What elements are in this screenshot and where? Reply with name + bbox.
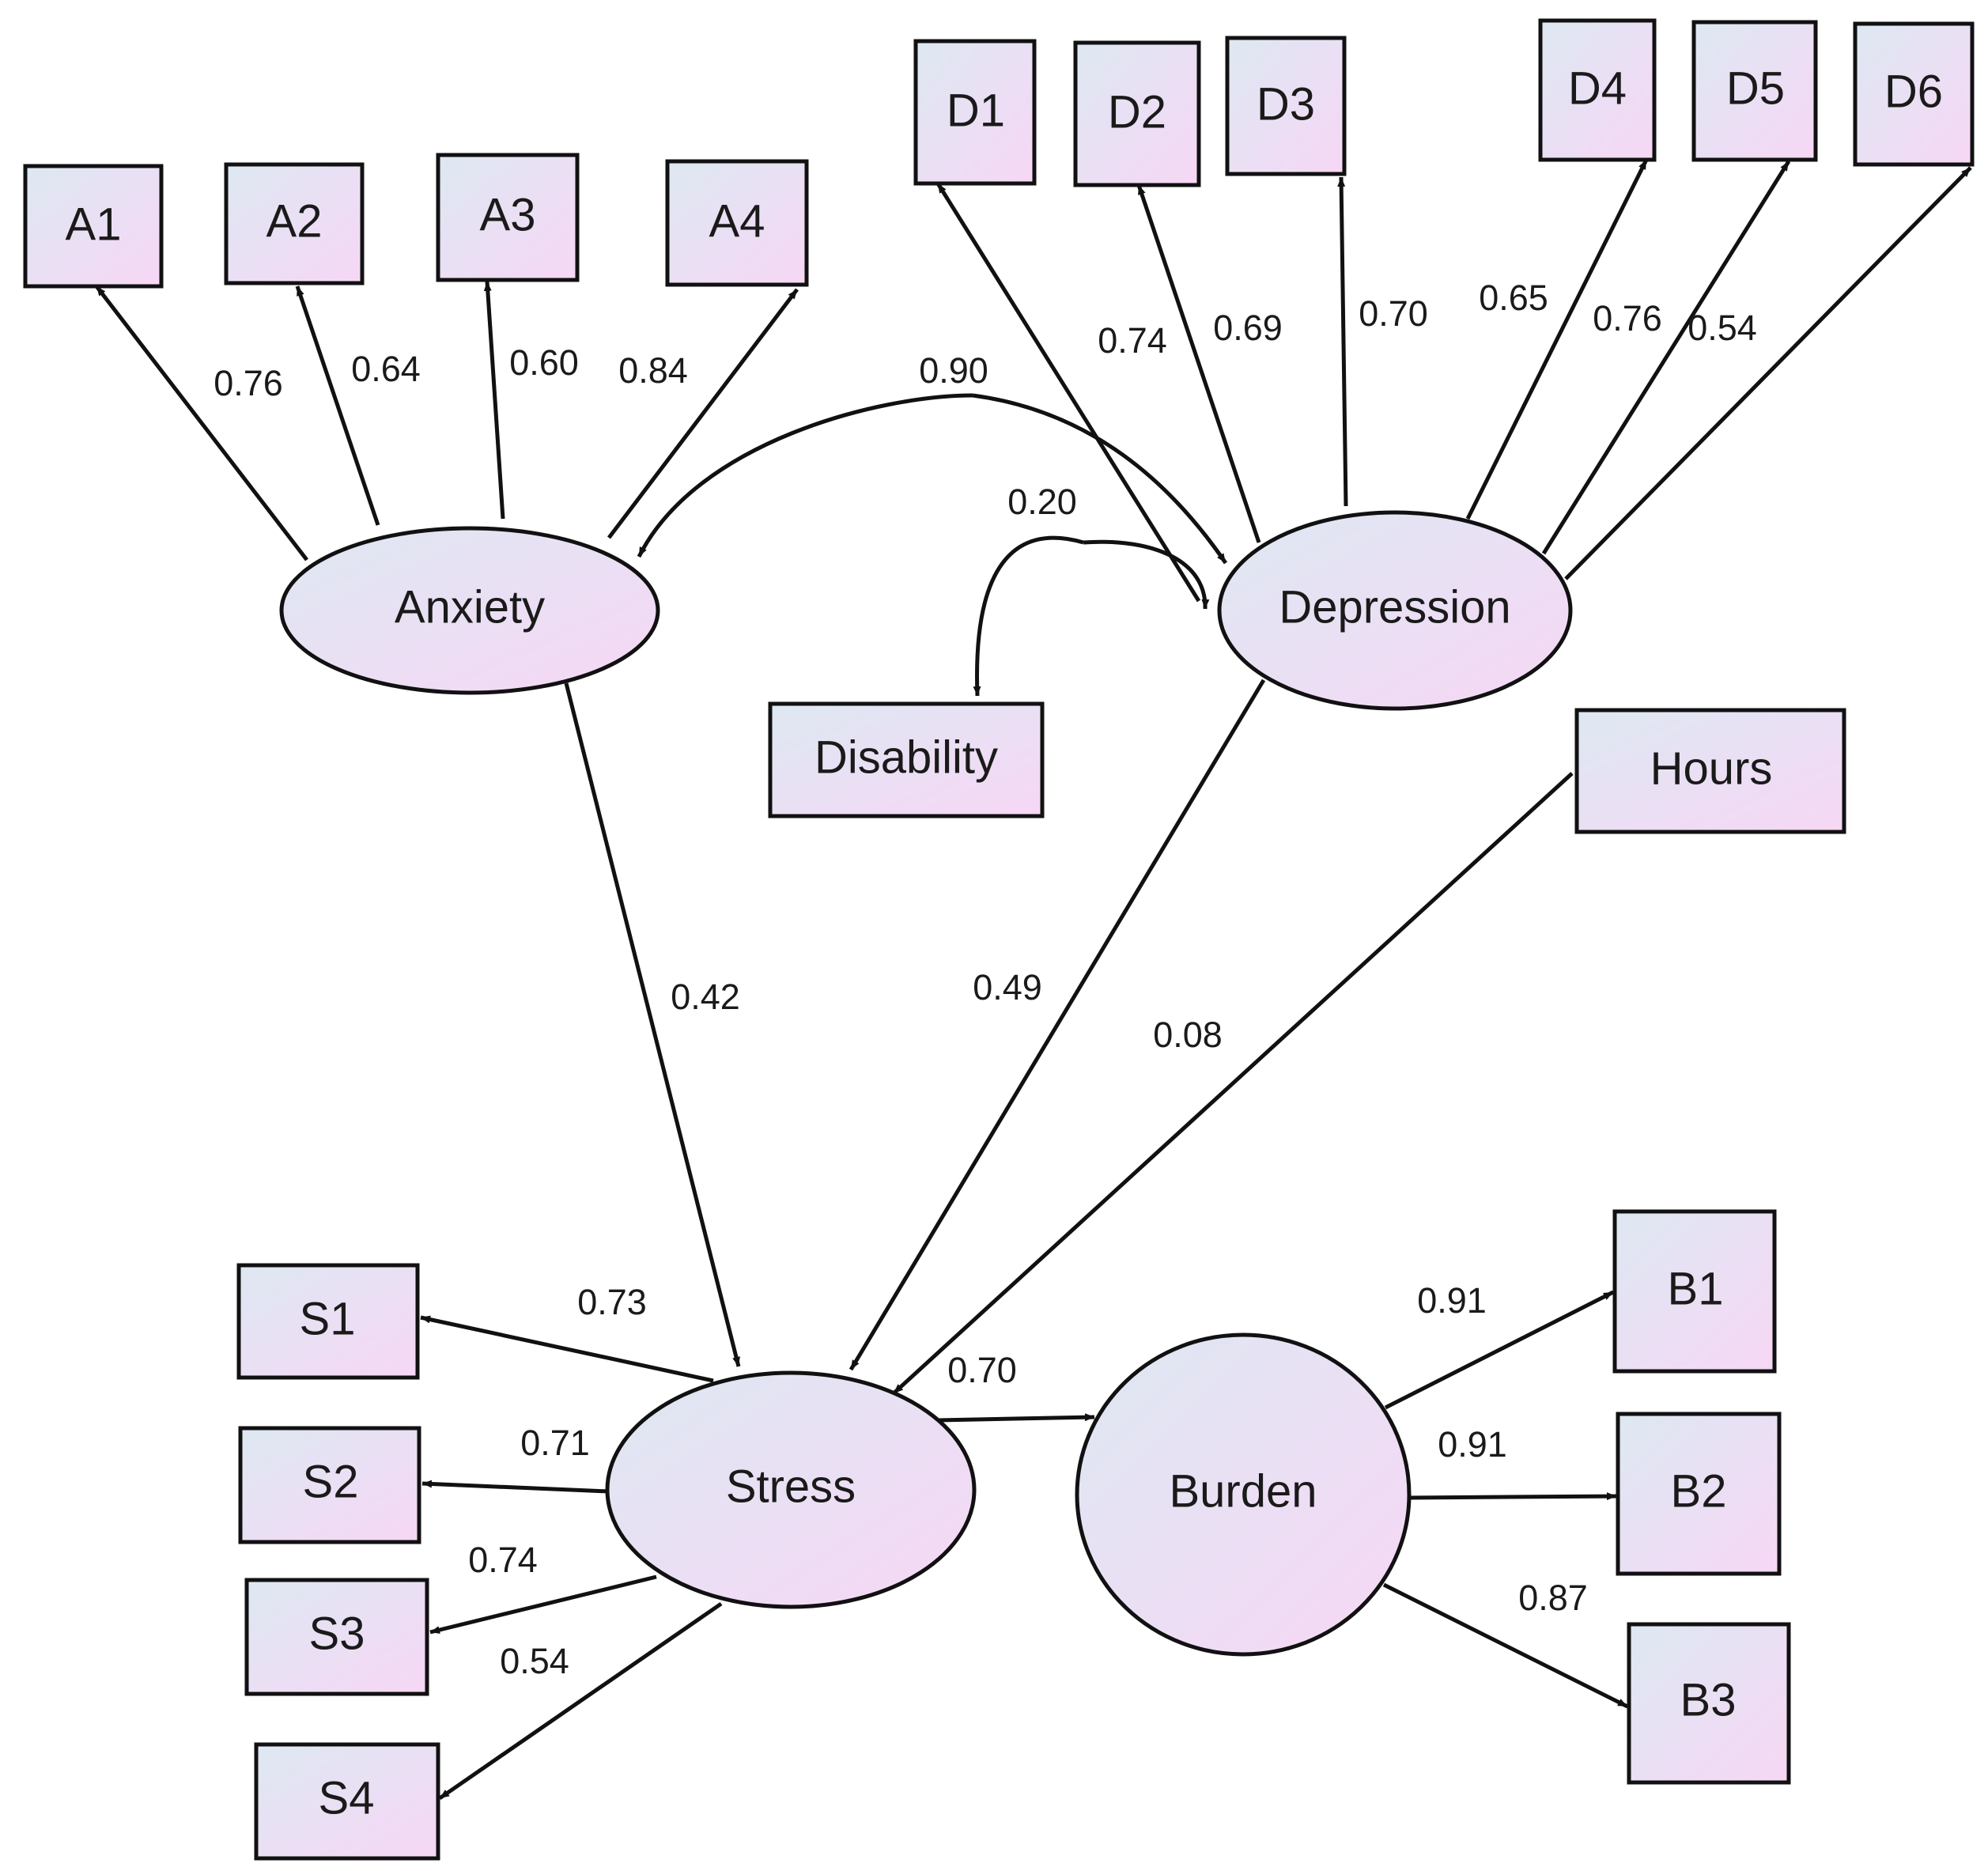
node-d5: D5 (1691, 20, 1818, 162)
node-b1: B1 (1612, 1209, 1777, 1374)
coef-stress-s2: 0.71 (520, 1423, 590, 1463)
node-a1-label: A1 (66, 198, 122, 250)
node-d1: D1 (913, 39, 1037, 186)
coef-depression-d5: 0.76 (1593, 298, 1662, 338)
node-depression: Depression (1217, 510, 1573, 711)
node-s4-label: S4 (319, 1772, 375, 1824)
coef-anxiety-a1: 0.76 (214, 363, 283, 403)
node-d5-label: D5 (1726, 62, 1785, 114)
coef-depression-d3: 0.70 (1359, 293, 1428, 334)
node-d6-label: D6 (1884, 66, 1943, 117)
coef-burden-b2: 0.91 (1438, 1424, 1507, 1465)
coef-depression-d2: 0.69 (1213, 308, 1283, 348)
node-stress: Stress (605, 1370, 977, 1609)
node-b1-label: B1 (1668, 1263, 1724, 1314)
coef-stress-s3: 0.74 (468, 1540, 538, 1580)
node-s2: S2 (238, 1426, 421, 1544)
node-d4-label: D4 (1568, 62, 1627, 114)
edge-anxiety-a3 (483, 281, 505, 520)
node-s1: S1 (236, 1263, 420, 1380)
coef-stress-burden: 0.70 (947, 1350, 1017, 1390)
coef-anxiety-a2: 0.64 (351, 349, 421, 389)
edge-depression-d1 (935, 182, 1201, 603)
node-d2: D2 (1073, 40, 1201, 187)
node-burden-label: Burden (1169, 1465, 1317, 1517)
edge-anxiety-depression-covariance-head (972, 393, 1228, 565)
node-s4: S4 (254, 1742, 440, 1861)
edge-depression-d4 (1465, 158, 1649, 520)
observed-variables: A1 A2 A3 A4 D1 D2 D3 D4 D5 D6 Disability… (23, 18, 1975, 1861)
edge-depression-d2 (1136, 184, 1261, 543)
edge-hours-stress (892, 772, 1574, 1395)
node-a3-label: A3 (480, 189, 536, 240)
node-d1-label: D1 (947, 85, 1005, 136)
edge-burden-b3 (1382, 1582, 1629, 1709)
edges (95, 158, 1972, 1801)
node-a4-label: A4 (709, 195, 765, 247)
edge-burden-b2 (1408, 1492, 1617, 1501)
node-s3: S3 (244, 1578, 429, 1696)
edge-anxiety-a1 (95, 285, 308, 561)
edge-burden-b1 (1384, 1290, 1615, 1410)
node-s2-label: S2 (303, 1456, 359, 1507)
edge-stress-s4 (438, 1601, 723, 1801)
node-b3-label: B3 (1680, 1674, 1737, 1725)
node-a1: A1 (23, 164, 164, 289)
node-d4: D4 (1538, 18, 1657, 162)
node-s1-label: S1 (300, 1293, 356, 1344)
coef-anxiety-depression: 0.90 (919, 350, 988, 391)
node-d6: D6 (1853, 21, 1975, 167)
edge-disability-depression-covariance-a (973, 535, 1084, 697)
node-a2-label: A2 (266, 195, 323, 247)
node-a2: A2 (224, 162, 365, 285)
node-hours: Hours (1574, 708, 1846, 834)
coef-depression-d6: 0.54 (1688, 308, 1757, 348)
coef-stress-s1: 0.73 (577, 1282, 647, 1322)
node-burden: Burden (1075, 1332, 1412, 1657)
coef-depression-stress: 0.49 (973, 967, 1042, 1007)
node-d3-label: D3 (1257, 78, 1315, 130)
node-a4: A4 (665, 159, 809, 287)
edge-depression-stress (848, 678, 1266, 1371)
edge-anxiety-a2 (295, 285, 380, 526)
coef-anxiety-a4: 0.84 (618, 350, 688, 391)
edge-depression-d3 (1337, 176, 1348, 507)
edge-anxiety-depression-covariance (637, 393, 973, 558)
coef-stress-s4: 0.54 (500, 1641, 569, 1681)
node-hours-label: Hours (1650, 743, 1773, 794)
coef-burden-b3: 0.87 (1518, 1578, 1588, 1618)
edge-stress-s1 (420, 1315, 714, 1383)
node-disability: Disability (768, 701, 1045, 818)
node-disability-label: Disability (814, 731, 998, 783)
edge-depression-d6 (1564, 166, 1972, 580)
node-d2-label: D2 (1108, 86, 1166, 138)
coef-disability-depression: 0.20 (1007, 482, 1077, 522)
edge-stress-s2 (421, 1480, 610, 1494)
node-anxiety: Anxiety (279, 526, 660, 695)
edge-stress-s3 (429, 1574, 657, 1635)
edge-anxiety-stress (564, 682, 741, 1367)
coef-anxiety-stress: 0.42 (671, 977, 740, 1017)
latent-variables: Anxiety Depression Stress Burden (279, 510, 1573, 1657)
node-s3-label: S3 (309, 1608, 365, 1659)
node-anxiety-label: Anxiety (395, 581, 545, 633)
node-b2-label: B2 (1671, 1465, 1727, 1517)
coef-burden-b1: 0.91 (1417, 1280, 1487, 1321)
node-d3: D3 (1225, 36, 1347, 176)
node-b2: B2 (1616, 1412, 1782, 1576)
coef-depression-d4: 0.65 (1479, 278, 1548, 318)
node-b3: B3 (1627, 1622, 1791, 1785)
coef-hours-stress: 0.08 (1153, 1015, 1223, 1055)
edge-disability-depression-covariance-b (1083, 539, 1210, 610)
edge-depression-d5 (1541, 160, 1791, 555)
node-a3: A3 (436, 153, 580, 282)
node-depression-label: Depression (1279, 581, 1510, 633)
coefficients: 0.76 0.64 0.60 0.84 0.74 0.69 0.70 0.65 … (214, 278, 1757, 1681)
node-stress-label: Stress (726, 1461, 856, 1512)
coef-depression-d1: 0.74 (1098, 320, 1167, 361)
edge-anxiety-a4 (607, 288, 799, 539)
coef-anxiety-a3: 0.60 (509, 342, 579, 383)
edge-stress-burden (937, 1413, 1095, 1423)
